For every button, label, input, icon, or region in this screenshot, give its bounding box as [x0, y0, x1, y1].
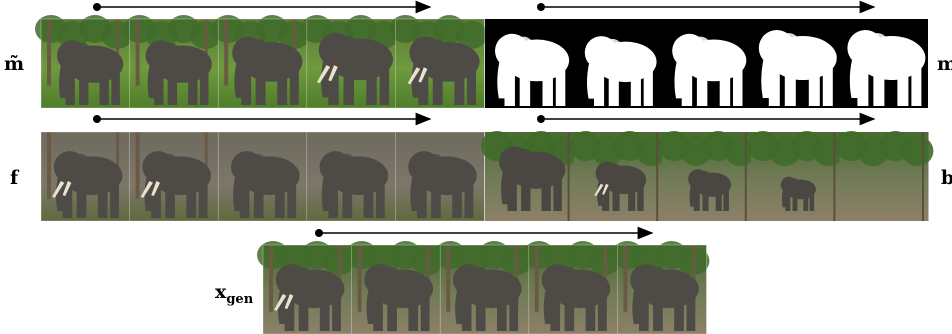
video-frame [41, 132, 130, 221]
video-frame [212, 15, 310, 108]
video-frame [301, 15, 399, 108]
label-m: m [937, 53, 952, 75]
background-frame [747, 131, 845, 221]
m-tilde-row [35, 15, 487, 108]
generated-row [257, 241, 709, 334]
video-frame [523, 241, 621, 334]
background-frame [658, 131, 756, 221]
video-frame [257, 241, 355, 334]
label-b: b [941, 167, 952, 189]
label-x-gen: xgen [215, 281, 254, 307]
foreground-row [41, 132, 485, 221]
video-frame [307, 132, 396, 221]
video-frame [434, 241, 532, 334]
label-x-gen-base: x [215, 281, 227, 303]
video-frame [124, 15, 222, 108]
video-frame [218, 132, 307, 221]
background-row [481, 131, 933, 221]
background-frame [835, 131, 933, 221]
video-frame [130, 132, 219, 221]
background-frame [570, 131, 668, 221]
label-x-gen-sub: gen [226, 292, 253, 307]
video-frame [611, 241, 709, 334]
video-frame [35, 15, 133, 108]
label-f: f [10, 167, 20, 189]
mask-row [485, 19, 928, 108]
label-m-tilde: m̃ [4, 53, 24, 75]
video-frame [395, 132, 484, 221]
background-frame [481, 131, 579, 221]
video-frame [346, 241, 444, 334]
video-frame [389, 15, 487, 108]
